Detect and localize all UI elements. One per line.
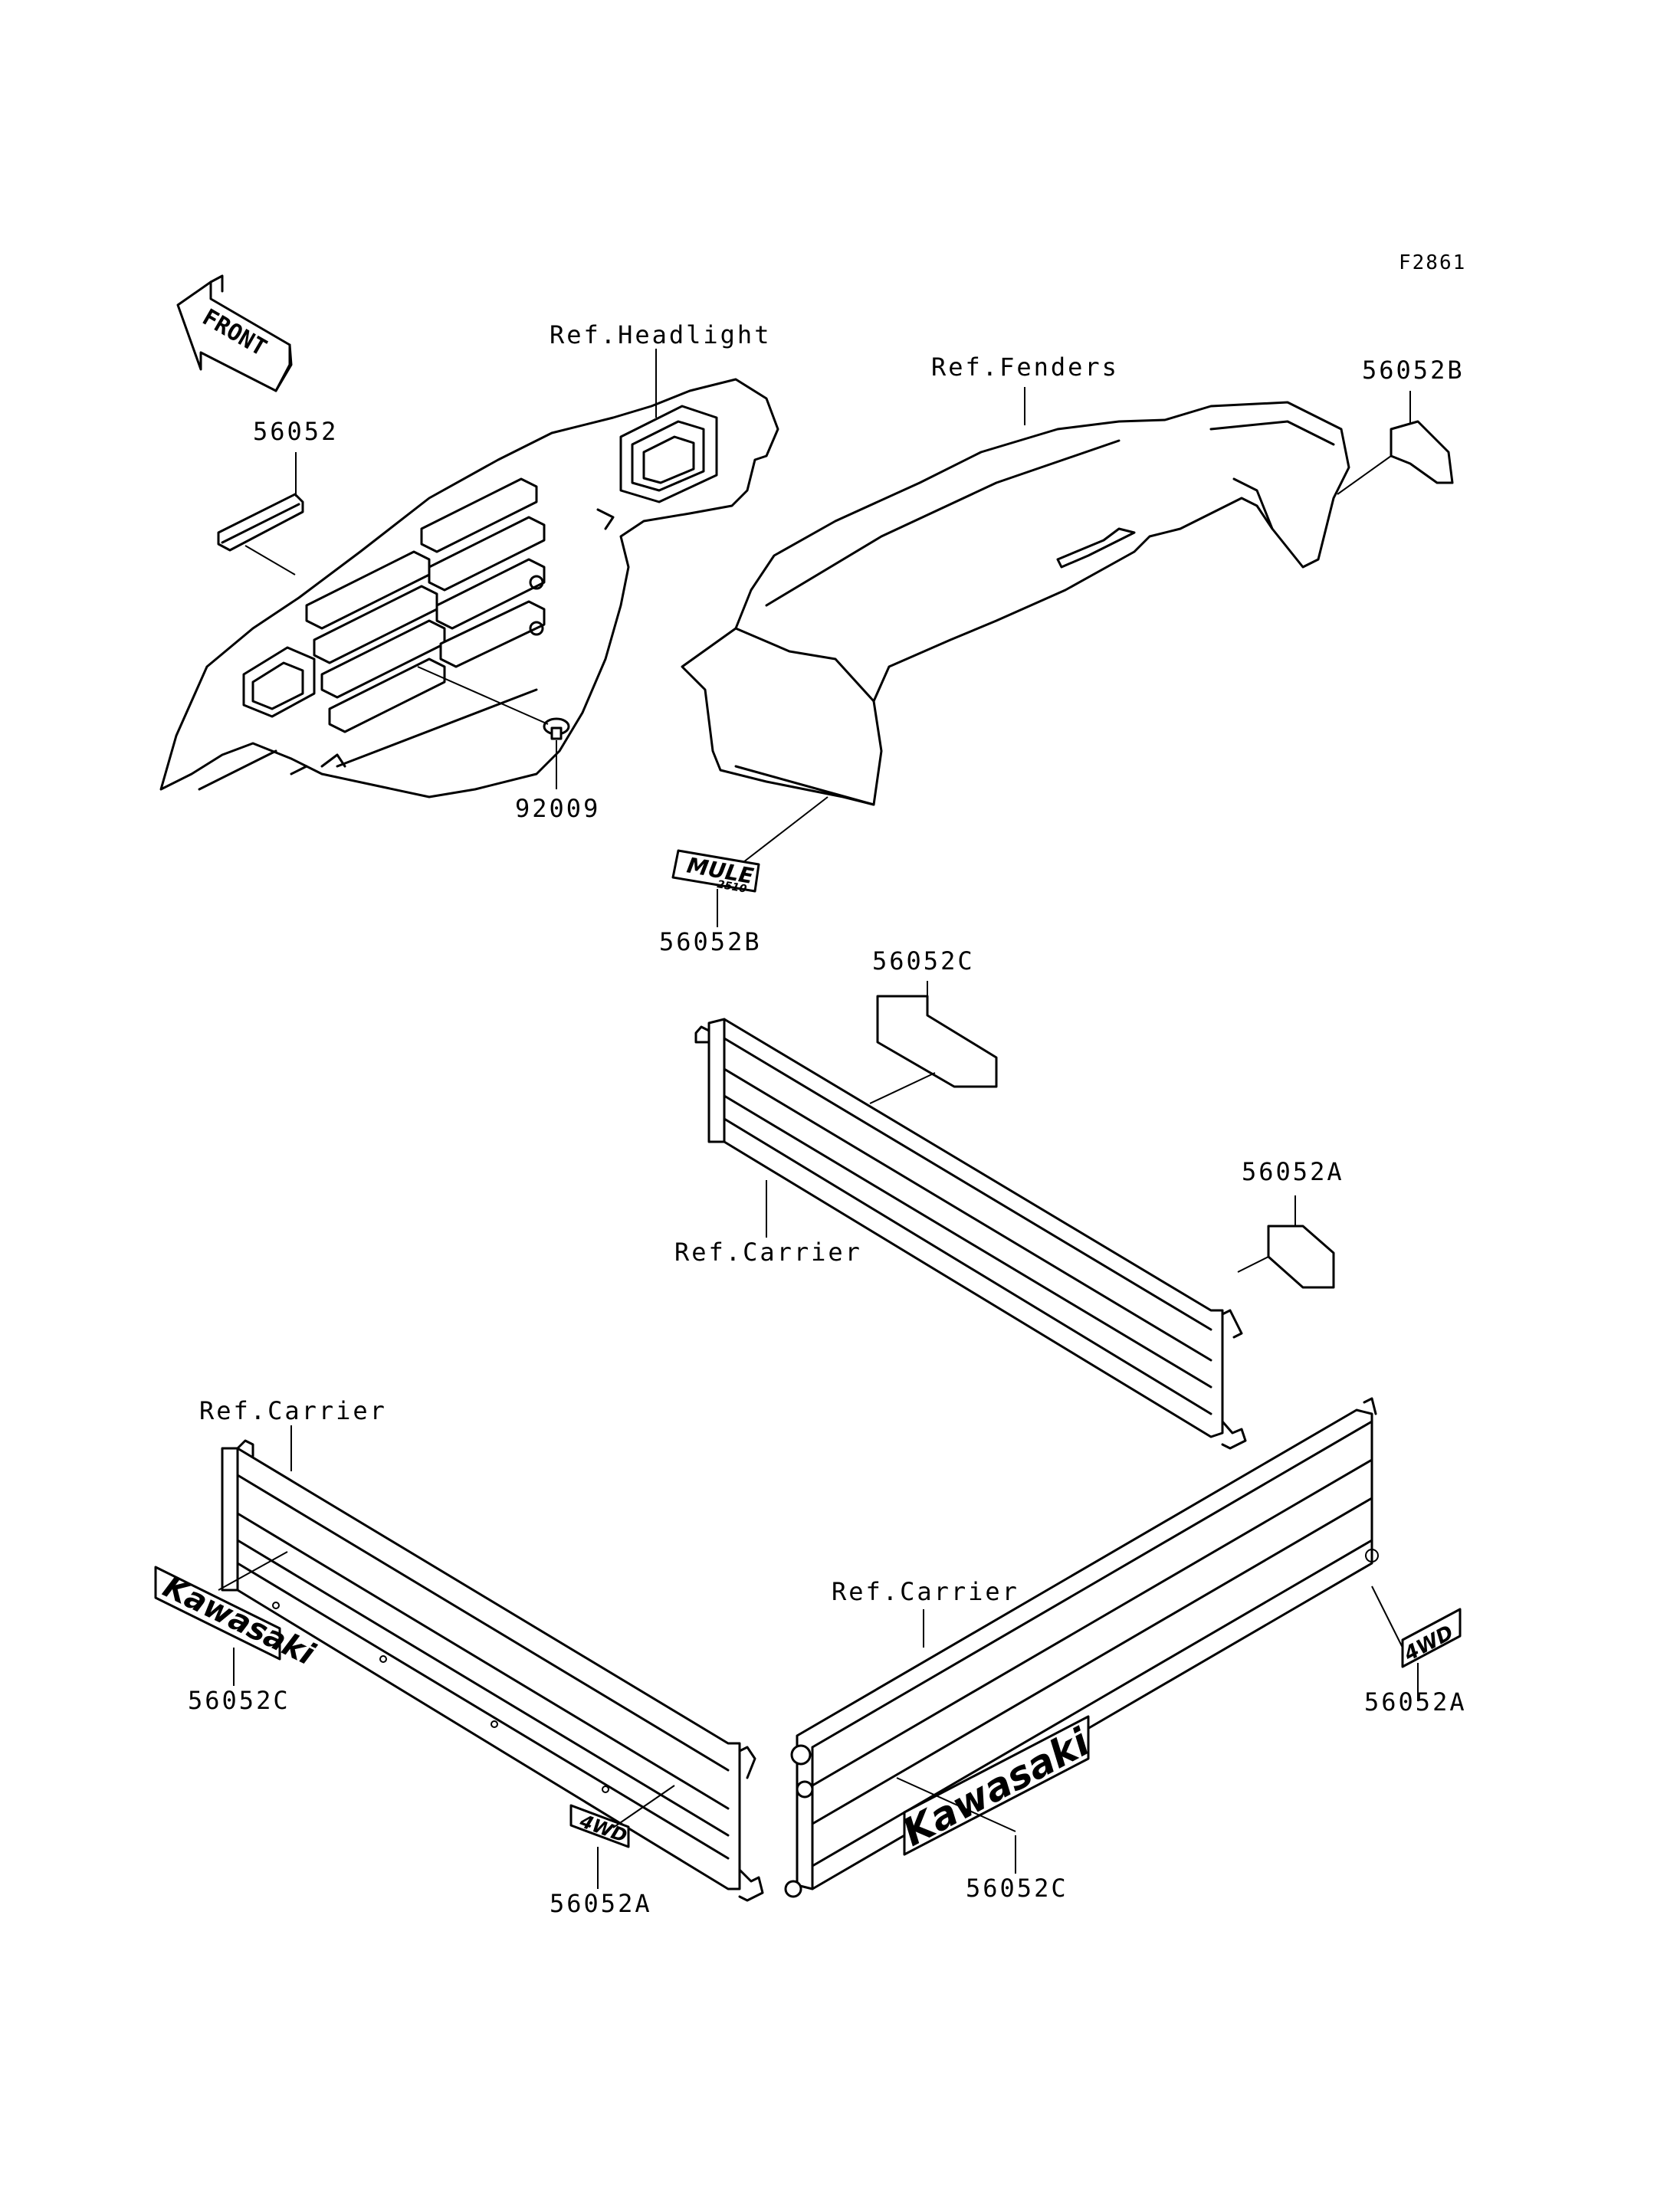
label-56052a-top: 56052A: [1242, 1157, 1344, 1186]
decal-56052a-plate-part: [1267, 1225, 1335, 1289]
label-56052a-bottom: 56052A: [550, 1889, 652, 1918]
fourwd-decal-right-part: 4WD: [1399, 1608, 1462, 1668]
label-56052c-left: 56052C: [188, 1686, 290, 1715]
label-56052c-top: 56052C: [872, 946, 975, 976]
lower-right-carrier-part: [784, 1397, 1379, 1898]
label-56052: 56052: [253, 417, 338, 446]
mule-decal-part: MULE 2510: [671, 849, 760, 896]
front-cover-part: [159, 378, 779, 798]
label-56052b-top: 56052B: [1362, 356, 1465, 385]
label-ref-carrier-right: Ref.Carrier: [832, 1577, 1019, 1606]
label-92009: 92009: [515, 794, 600, 823]
lower-left-carrier-part: [221, 1439, 764, 1902]
figure-code: F2861: [1399, 251, 1466, 274]
label-56052c-bottom: 56052C: [966, 1874, 1068, 1903]
rear-fenders-part: [681, 401, 1350, 806]
decal-56052c-plate-part: [876, 995, 998, 1088]
decal-56052-part: [217, 493, 304, 552]
decal-56052b-tag-part: [1390, 420, 1454, 484]
label-ref-carrier-upper: Ref.Carrier: [674, 1238, 862, 1267]
label-ref-carrier-left: Ref.Carrier: [199, 1396, 387, 1425]
bolt-92009-part: [543, 717, 570, 740]
grille-slats: [305, 477, 546, 733]
label-56052a-right: 56052A: [1364, 1687, 1467, 1717]
label-56052b-bottom: 56052B: [659, 927, 762, 956]
front-arrow-icon: FRONT: [176, 274, 293, 392]
label-ref-fenders: Ref.Fenders: [931, 353, 1119, 382]
leader-lines: [218, 349, 1419, 1889]
mule-decal-subtext: 2510: [716, 878, 747, 896]
upper-carrier-part: [694, 1018, 1247, 1450]
label-ref-headlight: Ref.Headlight: [550, 320, 771, 349]
